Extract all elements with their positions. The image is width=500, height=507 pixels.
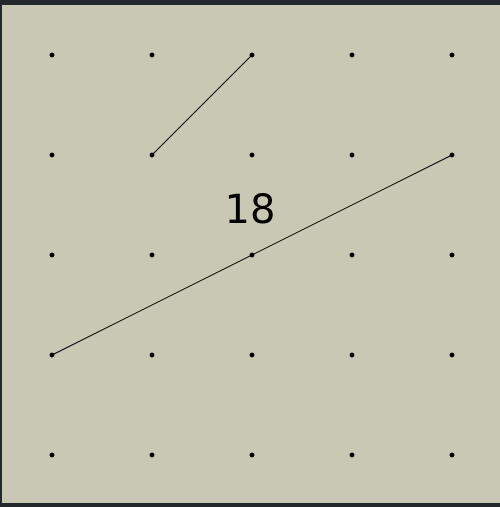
grid-dot[interactable] (49, 252, 55, 258)
grid-dot[interactable] (349, 152, 355, 158)
grid-dot[interactable] (449, 152, 455, 158)
grid-dot[interactable] (249, 152, 255, 158)
board-canvas[interactable] (2, 5, 500, 503)
grid-dot[interactable] (349, 352, 355, 358)
grid-dot[interactable] (249, 352, 255, 358)
grid-dot[interactable] (49, 352, 55, 358)
grid-dot[interactable] (149, 252, 155, 258)
grid-dot[interactable] (449, 252, 455, 258)
grid-dot[interactable] (149, 452, 155, 458)
drawn-segment (151, 54, 253, 156)
dot-grid-board[interactable] (2, 5, 500, 503)
grid-dot[interactable] (49, 52, 55, 58)
grid-dot[interactable] (49, 152, 55, 158)
grid-dot[interactable] (249, 452, 255, 458)
grid-dot[interactable] (149, 152, 155, 158)
grid-dot[interactable] (149, 352, 155, 358)
grid-dot[interactable] (349, 452, 355, 458)
grid-dot[interactable] (249, 52, 255, 58)
grid-dot[interactable] (449, 52, 455, 58)
grid-dot[interactable] (449, 452, 455, 458)
grid-dot[interactable] (449, 352, 455, 358)
grid-dot[interactable] (49, 452, 55, 458)
grid-dot[interactable] (349, 252, 355, 258)
grid-dot[interactable] (149, 52, 155, 58)
grid-dot[interactable] (349, 52, 355, 58)
grid-dot[interactable] (249, 252, 255, 258)
